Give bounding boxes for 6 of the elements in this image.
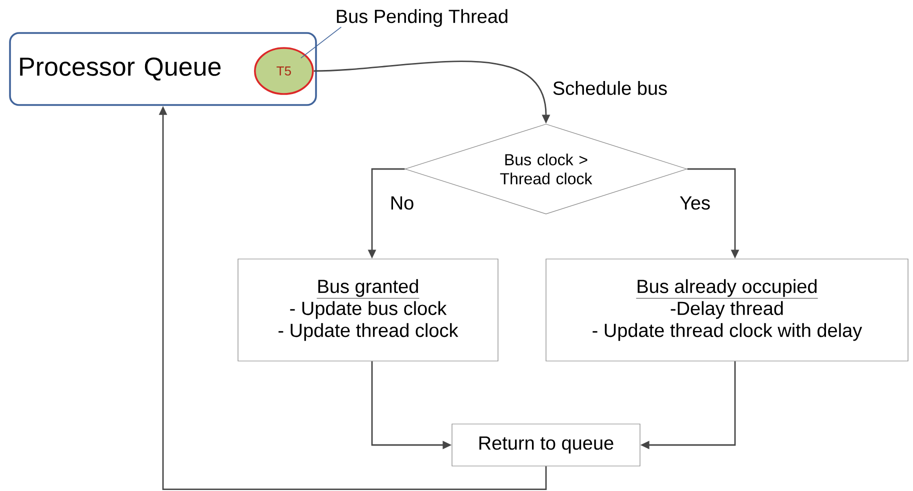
process-box: Return to queue: [452, 424, 640, 466]
process-box: Bus granted - Update bus clock - Update thread clock: [238, 258, 498, 362]
callout-text: Bus Pending Thread: [336, 9, 508, 27]
process-box: Bus already occupied -Delay thread - Update thread clock with delay: [546, 258, 908, 362]
edge-label: Schedule bus: [551, 80, 669, 96]
leader-line: [300, 26, 342, 58]
